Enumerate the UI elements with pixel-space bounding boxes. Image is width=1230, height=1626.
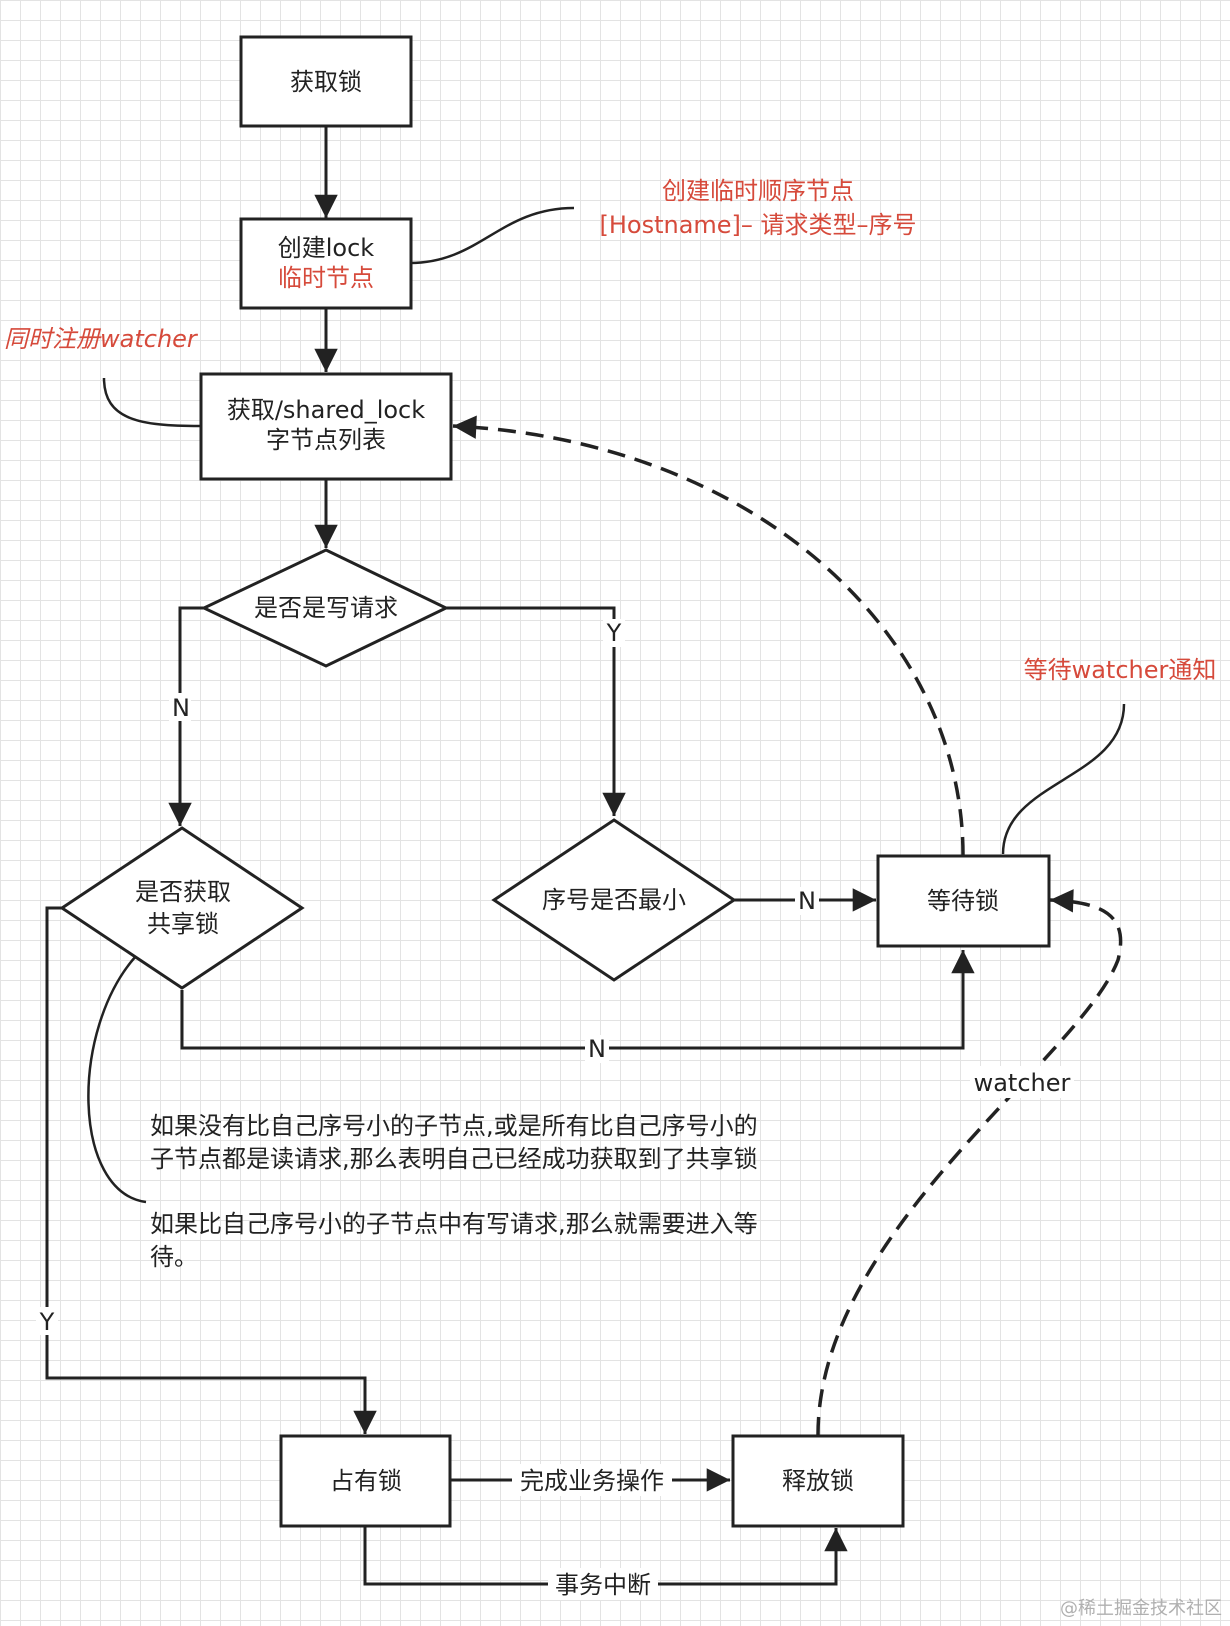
edge-label-shared-yes-bg bbox=[36, 1307, 58, 1335]
node-acquire-lock-label: 获取锁 bbox=[290, 68, 362, 96]
annotation-wait-note-line2: 待。 bbox=[150, 1243, 198, 1271]
callout-wait-watcher bbox=[1001, 703, 1126, 855]
edge-iswrite-yes bbox=[446, 606, 626, 817]
edge-wait-retry bbox=[452, 415, 965, 856]
edge-label-smallest-no: N bbox=[798, 887, 816, 915]
node-is-shared-label: 是否获取 bbox=[135, 878, 231, 906]
edge-release-watcher bbox=[816, 889, 1123, 1436]
edge-label-write-yes: Y bbox=[606, 619, 622, 647]
annotation-create-seq-line1: 创建临时顺序节点 bbox=[662, 177, 854, 205]
node-is-smallest-label: 序号是否最小 bbox=[542, 886, 686, 914]
annotation-shared-note-line2: 子节点都是读请求,那么表明自己已经成功获取到了共享锁 bbox=[150, 1145, 758, 1173]
node-is-write-label: 是否是写请求 bbox=[254, 594, 398, 622]
edge-label-shared-no: N bbox=[588, 1035, 606, 1063]
annotation-wait-watcher-notify: 等待watcher通知 bbox=[1024, 656, 1217, 684]
edge-label-shared-no-bg bbox=[585, 1035, 609, 1063]
watermark: @稀土掘金技术社区 bbox=[1060, 1598, 1222, 1619]
node-get-children bbox=[199, 372, 453, 481]
edge-shared-no bbox=[180, 949, 975, 1050]
edge-label-shared-yes: Y bbox=[39, 1308, 55, 1336]
callout-register-watcher bbox=[102, 377, 201, 428]
node-create-lock bbox=[239, 217, 413, 310]
edge-label-transaction-interrupt: 事务中断 bbox=[555, 1571, 651, 1599]
edge-label-finish-business: 完成业务操作 bbox=[520, 1467, 664, 1495]
edge-label-finish-business-bg bbox=[512, 1464, 672, 1496]
edge-label-write-yes-bg bbox=[603, 619, 625, 647]
node-hold-lock bbox=[279, 1434, 452, 1528]
node-hold-lock-label: 占有锁 bbox=[330, 1467, 402, 1495]
node-wait-lock bbox=[876, 854, 1051, 948]
node-create-lock-label: 创建lock bbox=[278, 234, 375, 262]
callout-create-seq bbox=[409, 206, 575, 265]
callout-shared-note bbox=[87, 955, 147, 1204]
node-get-children-sublabel: 字节点列表 bbox=[266, 426, 386, 454]
edge-label-transaction-interrupt-bg bbox=[548, 1568, 658, 1600]
node-release-lock bbox=[731, 1434, 905, 1528]
annotation-wait-note-line1: 如果比自己序号小的子节点中有写请求,那么就需要进入等 bbox=[150, 1210, 758, 1238]
node-is-smallest bbox=[491, 818, 737, 982]
edge-shared-yes bbox=[45, 906, 377, 1435]
edge-label-watcher: watcher bbox=[974, 1069, 1071, 1097]
node-acquire-lock bbox=[239, 35, 413, 128]
edge-label-smallest-no-bg bbox=[795, 887, 819, 915]
node-is-shared bbox=[59, 826, 305, 990]
edge-label-write-no: N bbox=[172, 694, 190, 722]
annotation-shared-note-line1: 如果没有比自己序号小的子节点,或是所有比自己序号小的 bbox=[150, 1112, 758, 1140]
node-get-children-label: 获取/shared_lock bbox=[227, 396, 425, 424]
edge-label-write-no-bg bbox=[169, 693, 191, 721]
node-create-lock-sublabel: 临时节点 bbox=[278, 264, 374, 292]
annotation-register-watcher: 同时注册watcher bbox=[4, 325, 199, 353]
node-is-write bbox=[200, 548, 450, 668]
node-wait-lock-label: 等待锁 bbox=[927, 887, 999, 915]
annotation-create-seq-line2: [Hostname]– 请求类型–序号 bbox=[599, 211, 916, 239]
edge-label-watcher-bg bbox=[970, 1066, 1074, 1098]
edge-iswrite-no bbox=[168, 606, 204, 827]
node-is-shared-sublabel: 共享锁 bbox=[147, 910, 219, 938]
node-release-lock-label: 释放锁 bbox=[782, 1467, 854, 1495]
